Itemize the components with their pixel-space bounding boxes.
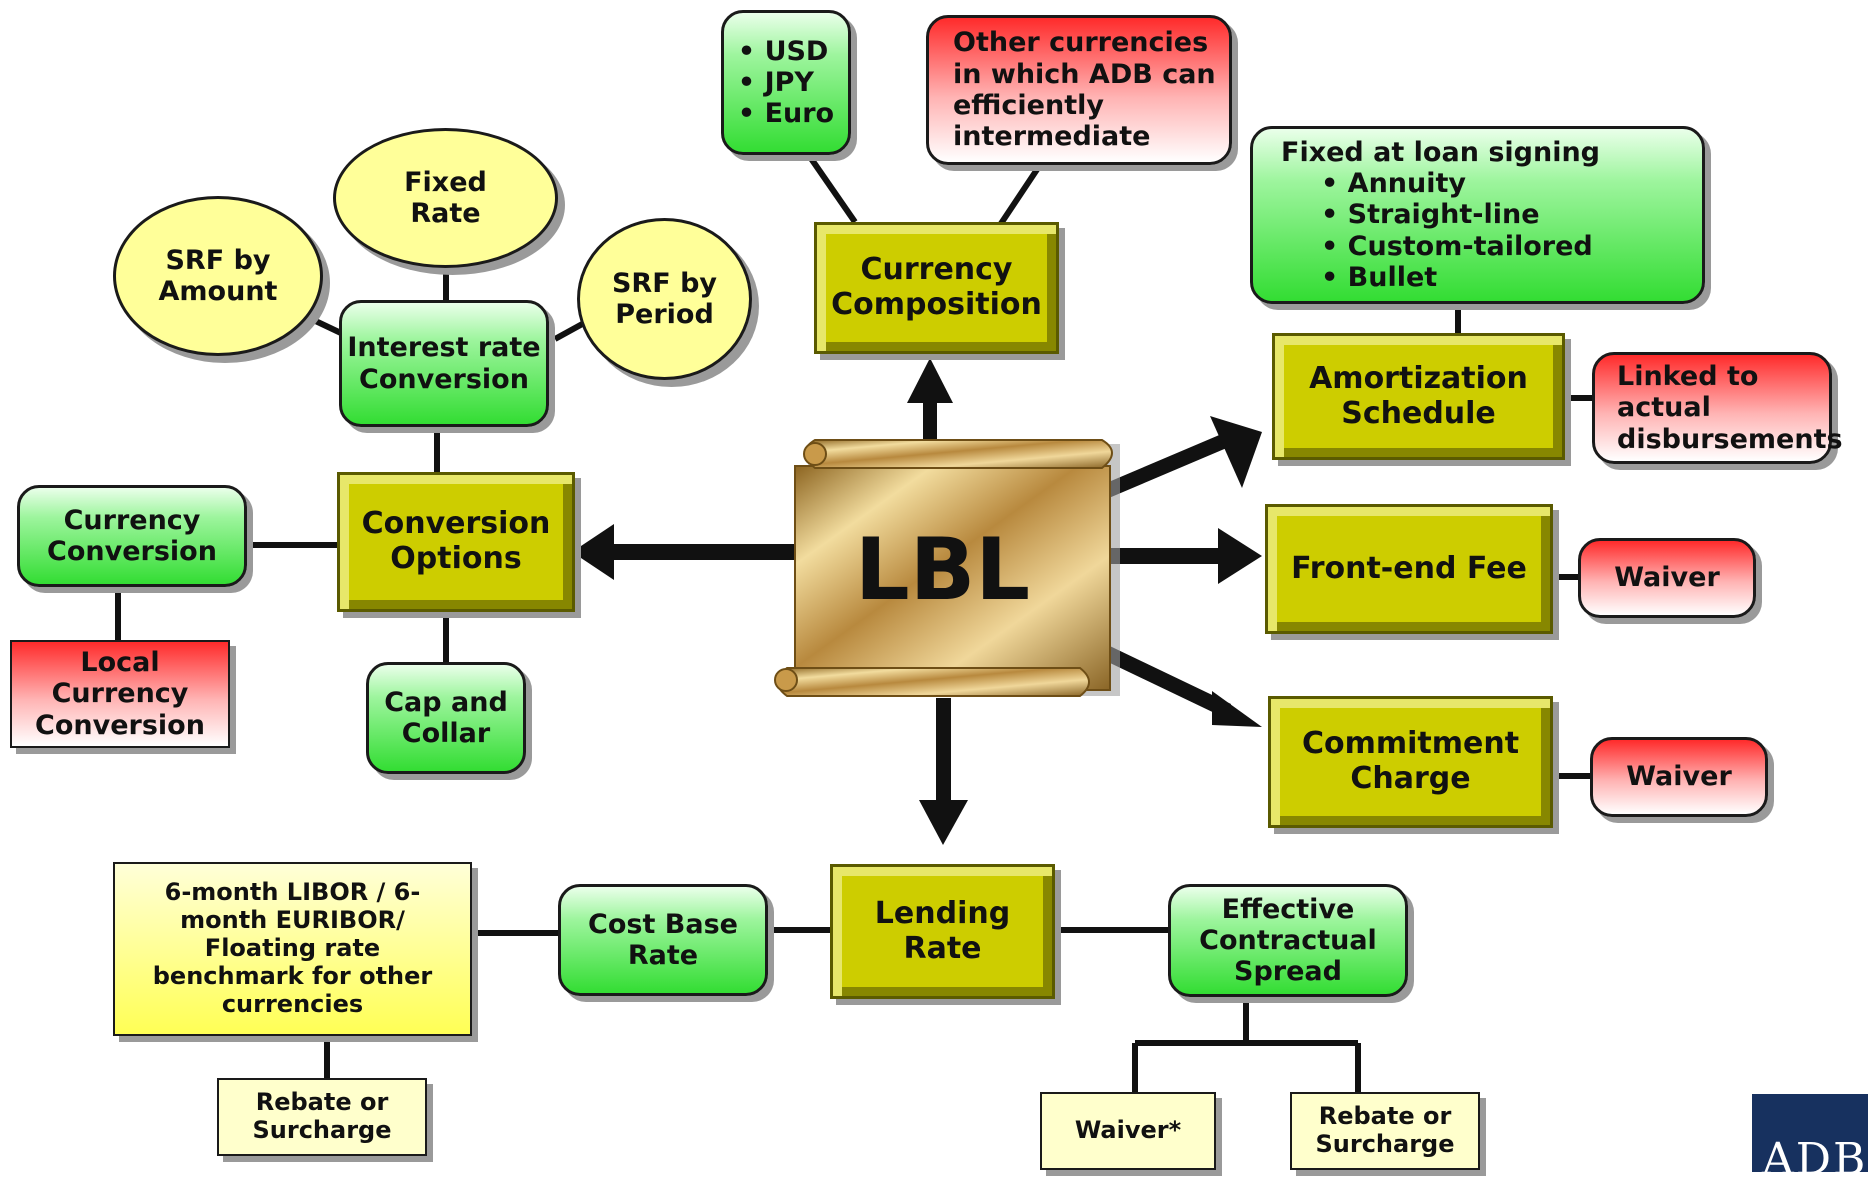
fixed-at-signing: Fixed at loan signing Annuity Straight-l… bbox=[1250, 126, 1705, 304]
local-currency-conversion: Local Currency Conversion bbox=[10, 640, 230, 748]
currency-euro: Euro bbox=[738, 98, 835, 129]
adb-logo: ADB bbox=[1752, 1094, 1868, 1185]
other-currencies: Other currencies in which ADB can effici… bbox=[926, 15, 1232, 165]
amortization-schedule-node: Amortization Schedule bbox=[1272, 333, 1565, 460]
center-label: LBL bbox=[854, 520, 1031, 620]
spread-rebate-surcharge: Rebate or Surcharge bbox=[1290, 1092, 1480, 1170]
lbl-scroll-shape bbox=[774, 439, 1120, 697]
commitment-charge-waiver: Waiver bbox=[1590, 737, 1768, 817]
front-end-fee-waiver: Waiver bbox=[1578, 538, 1756, 618]
interest-rate-conversion: Interest rate Conversion bbox=[339, 300, 549, 427]
srf-by-amount: SRF by Amount bbox=[113, 196, 323, 356]
currency-jpy: JPY bbox=[738, 67, 834, 98]
cost-base-rate: Cost Base Rate bbox=[558, 884, 768, 996]
fixed-item: Annuity bbox=[1321, 168, 1593, 199]
commitment-charge-node: Commitment Charge bbox=[1268, 696, 1553, 828]
lending-rate-node: Lending Rate bbox=[830, 864, 1055, 999]
linked-to-disbursements: Linked to actual disbursements bbox=[1592, 352, 1843, 464]
cap-and-collar: Cap and Collar bbox=[366, 662, 526, 774]
arrows bbox=[572, 358, 1262, 845]
front-end-fee-node: Front-end Fee bbox=[1265, 504, 1553, 634]
currency-composition-node: Currency Composition bbox=[814, 222, 1059, 354]
benchmark-rate: 6-month LIBOR / 6-month EURIBOR/ Floatin… bbox=[113, 862, 472, 1036]
fixed-rate: Fixed Rate bbox=[333, 128, 558, 268]
conversion-options-node: Conversion Options bbox=[337, 472, 575, 612]
benchmark-rebate-surcharge: Rebate or Surcharge bbox=[217, 1078, 427, 1156]
currency-conversion: Currency Conversion bbox=[17, 485, 247, 587]
fixed-item: Straight-line bbox=[1321, 199, 1593, 230]
currency-usd: USD bbox=[738, 36, 834, 67]
effective-contractual-spread: Effective Contractual Spread bbox=[1168, 884, 1408, 997]
connector-lines bbox=[115, 155, 1595, 1092]
fixed-item: Custom-tailored bbox=[1321, 231, 1593, 262]
srf-by-period: SRF by Period bbox=[577, 218, 752, 380]
fixed-item: Bullet bbox=[1321, 262, 1593, 293]
base-currencies: USD JPY Euro bbox=[721, 10, 851, 155]
spread-waiver: Waiver* bbox=[1040, 1092, 1216, 1170]
